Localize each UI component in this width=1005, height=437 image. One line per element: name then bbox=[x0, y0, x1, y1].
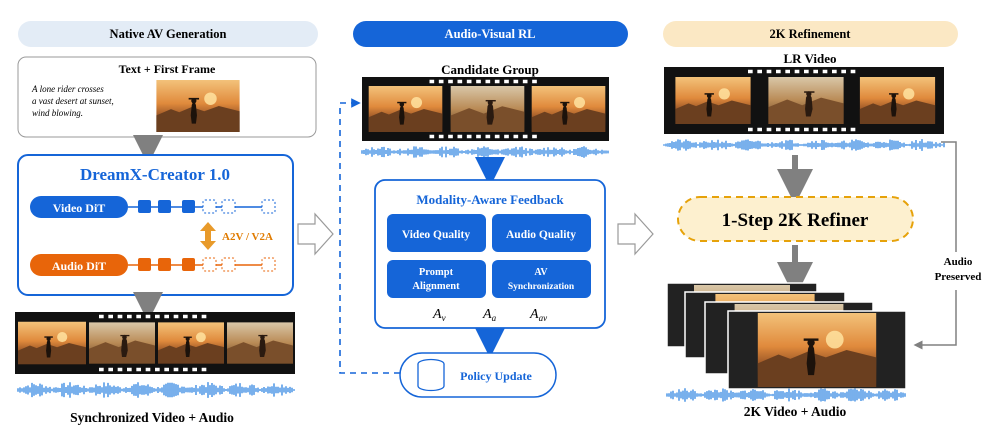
refiner-box bbox=[677, 196, 914, 242]
video-token bbox=[182, 200, 195, 213]
refiner-label: 1-Step 2K Refiner bbox=[722, 210, 869, 231]
audio-token bbox=[158, 258, 171, 271]
metric-audio-quality bbox=[492, 214, 591, 252]
video-dit-label: Video DiT bbox=[53, 201, 106, 215]
feedback-title: Modality-Aware Feedback bbox=[416, 192, 564, 207]
candidate-group-title: Candidate Group bbox=[441, 62, 539, 77]
header-pill-av-rl bbox=[353, 21, 628, 47]
video-dit-pill bbox=[30, 196, 128, 218]
input-title: Text + First Frame bbox=[119, 62, 216, 76]
video-token bbox=[158, 200, 171, 213]
video-token-empty bbox=[202, 199, 217, 214]
video-token bbox=[138, 200, 151, 213]
lr-video-title: LR Video bbox=[783, 51, 836, 66]
lr-video-strip bbox=[664, 67, 944, 134]
hr-audio-waveform bbox=[666, 388, 906, 402]
candidate-audio-waveform bbox=[361, 146, 609, 158]
candidate-strip bbox=[362, 77, 609, 141]
prompt-line-1: A lone rider crosses bbox=[31, 84, 104, 94]
audio-preserved-line2: Preserved bbox=[935, 271, 982, 283]
audio-token-empty bbox=[261, 257, 276, 272]
audio-token-empty bbox=[202, 257, 217, 272]
audio-token bbox=[138, 258, 151, 271]
metric-av-label: AV bbox=[534, 267, 548, 278]
audio-dit-pill bbox=[30, 254, 128, 276]
metric-audio-quality-label: Audio Quality bbox=[506, 229, 576, 241]
advantage-av: Aav bbox=[529, 307, 547, 323]
arrow-col1-to-col2 bbox=[297, 212, 334, 256]
audio-dit-label: Audio DiT bbox=[52, 259, 106, 273]
audio-token-empty bbox=[221, 257, 236, 272]
metric-prompt-alignment bbox=[387, 260, 486, 298]
audio-preserved-arrow bbox=[913, 141, 957, 350]
lr-audio-waveform bbox=[663, 139, 945, 151]
header-pill-native-av bbox=[18, 21, 318, 47]
a2v-v2a-arrow-icon bbox=[200, 222, 216, 250]
video-token-empty bbox=[221, 199, 236, 214]
header-2k: 2K Refinement bbox=[770, 27, 852, 41]
database-icon bbox=[417, 358, 445, 392]
audio-token bbox=[182, 258, 195, 271]
metric-alignment-label: Alignment bbox=[412, 281, 460, 292]
audio-preserved-line1: Audio bbox=[944, 256, 973, 268]
a2v-v2a-label: A2V / V2A bbox=[222, 231, 273, 243]
arrow-col2-to-col3 bbox=[617, 212, 654, 256]
output-audio-waveform bbox=[17, 382, 295, 398]
header-native-av: Native AV Generation bbox=[110, 27, 227, 41]
advantage-audio: Aa bbox=[482, 307, 497, 323]
prompt-line-3: wind blowing. bbox=[32, 108, 83, 118]
header-pill-2k bbox=[663, 21, 958, 47]
metric-video-quality bbox=[387, 214, 486, 252]
hr-video-stack bbox=[666, 282, 907, 390]
metric-video-quality-label: Video Quality bbox=[402, 229, 471, 241]
audio-preserved-bg bbox=[938, 252, 978, 290]
creator-title: DreamX-Creator 1.0 bbox=[80, 165, 230, 184]
output-caption: Synchronized Video + Audio bbox=[70, 410, 234, 425]
advantage-video: Av bbox=[432, 307, 446, 323]
metric-prompt-label: Prompt bbox=[419, 267, 454, 278]
metric-sync-label: Synchronization bbox=[508, 282, 575, 292]
hr-output-caption: 2K Video + Audio bbox=[744, 404, 847, 419]
first-frame-image bbox=[155, 80, 241, 132]
metric-av-sync bbox=[492, 260, 591, 298]
output-film-strip bbox=[15, 312, 295, 374]
policy-update-label: Policy Update bbox=[460, 369, 532, 383]
prompt-line-2: a vast desert at sunset, bbox=[32, 96, 114, 106]
header-av-rl: Audio-Visual RL bbox=[445, 27, 536, 41]
video-token-empty bbox=[261, 199, 276, 214]
